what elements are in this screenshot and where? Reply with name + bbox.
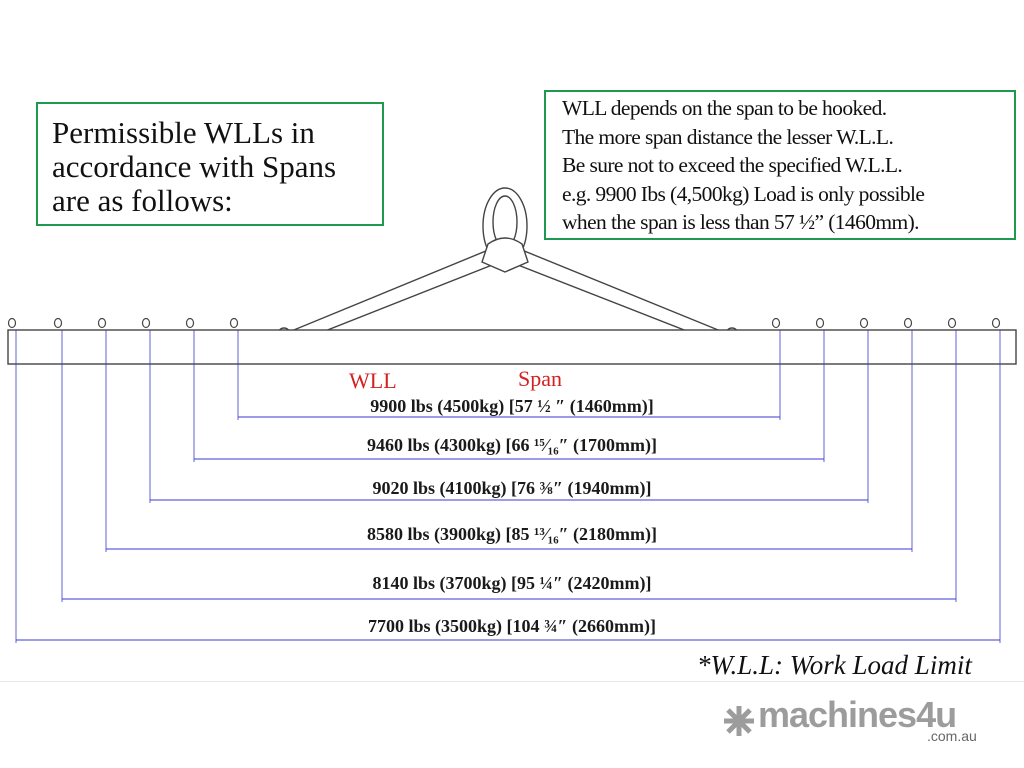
intro-line: Permissible WLLs in xyxy=(52,115,315,150)
note-line: when the span is less than 57 ½” (1460mm… xyxy=(562,210,920,234)
intro-line: accordance with Spans xyxy=(52,149,337,184)
beam-hole xyxy=(97,317,107,329)
wll-label: WLL xyxy=(349,368,397,393)
span-row-label: 9460 lbs (4300kg) [66 ¹⁵⁄₁₆″ (1700mm)] xyxy=(366,435,657,455)
beam-hole xyxy=(947,317,957,329)
span-row-label: 8140 lbs (3700kg) [95 ¼″ (2420mm)] xyxy=(372,573,652,593)
beam-hole xyxy=(903,317,913,329)
beam-hole xyxy=(185,317,195,329)
footer-divider xyxy=(0,681,1024,682)
master-link xyxy=(481,237,529,273)
note-box: WLL depends on the span to be hooked. Th… xyxy=(544,90,1016,240)
note-line: WLL depends on the span to be hooked. xyxy=(562,96,887,120)
sling xyxy=(277,187,739,345)
note-line: e.g. 9900 Ibs (4,500kg) Load is only pos… xyxy=(562,181,925,206)
span-row-label: 9020 lbs (4100kg) [76 ⅜″ (1940mm)] xyxy=(372,478,652,498)
beam-hole xyxy=(53,317,63,329)
beam-hole xyxy=(771,317,781,329)
asterisk-logo-icon xyxy=(724,706,754,736)
span-row-label: 7700 lbs (3500kg) [104 ¾″ (2660mm)] xyxy=(368,616,656,636)
beam-hole xyxy=(815,317,825,329)
beam-hole xyxy=(7,317,17,329)
beam-hole xyxy=(859,317,869,329)
logo-domain: .com.au xyxy=(927,728,977,744)
span-label: Span xyxy=(518,366,562,391)
intro-box: Permissible WLLs in accordance with Span… xyxy=(36,102,384,226)
beam-holes xyxy=(7,317,1001,329)
intro-line: are as follows: xyxy=(52,183,233,218)
beam xyxy=(7,329,1017,365)
span-row-label: 9900 lbs (4500kg) [57 ½ ″ (1460mm)] xyxy=(370,396,654,416)
machines4u-logo: machines4u .com.au xyxy=(722,694,992,750)
note-line: Be sure not to exceed the specified W.L.… xyxy=(562,153,903,177)
beam-hole xyxy=(229,317,239,329)
beam-hole xyxy=(141,317,151,329)
beam-hole xyxy=(991,317,1001,329)
footnote: *W.L.L: Work Load Limit xyxy=(697,650,972,680)
note-line: The more span distance the lesser W.L.L. xyxy=(562,124,894,149)
span-row-label: 8580 lbs (3900kg) [85 ¹³⁄₁₆″ (2180mm)] xyxy=(366,524,657,544)
dimension-lines xyxy=(15,330,1001,643)
logo-name: machines4u xyxy=(758,694,957,735)
